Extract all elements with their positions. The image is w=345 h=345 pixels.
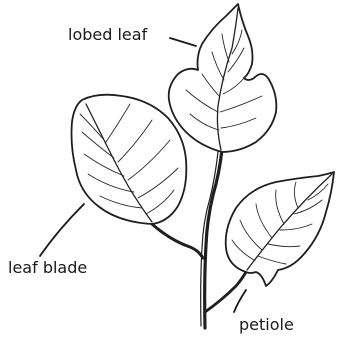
right-branch xyxy=(205,272,246,312)
left-branch xyxy=(152,224,203,258)
petiole-leader-line xyxy=(234,290,246,312)
left-leaf-blade xyxy=(72,95,187,224)
lobed-leaf-label: lobed leaf xyxy=(68,25,148,44)
leaf-blade-label: leaf blade xyxy=(8,258,87,277)
leaf-blade-leader-line xyxy=(40,204,84,256)
lobed-leaf xyxy=(169,4,277,152)
lobed-leaf-leader-line xyxy=(170,38,196,46)
petiole-label: petiole xyxy=(239,315,294,334)
right-leaf xyxy=(226,172,334,286)
left-leaf xyxy=(72,95,187,224)
